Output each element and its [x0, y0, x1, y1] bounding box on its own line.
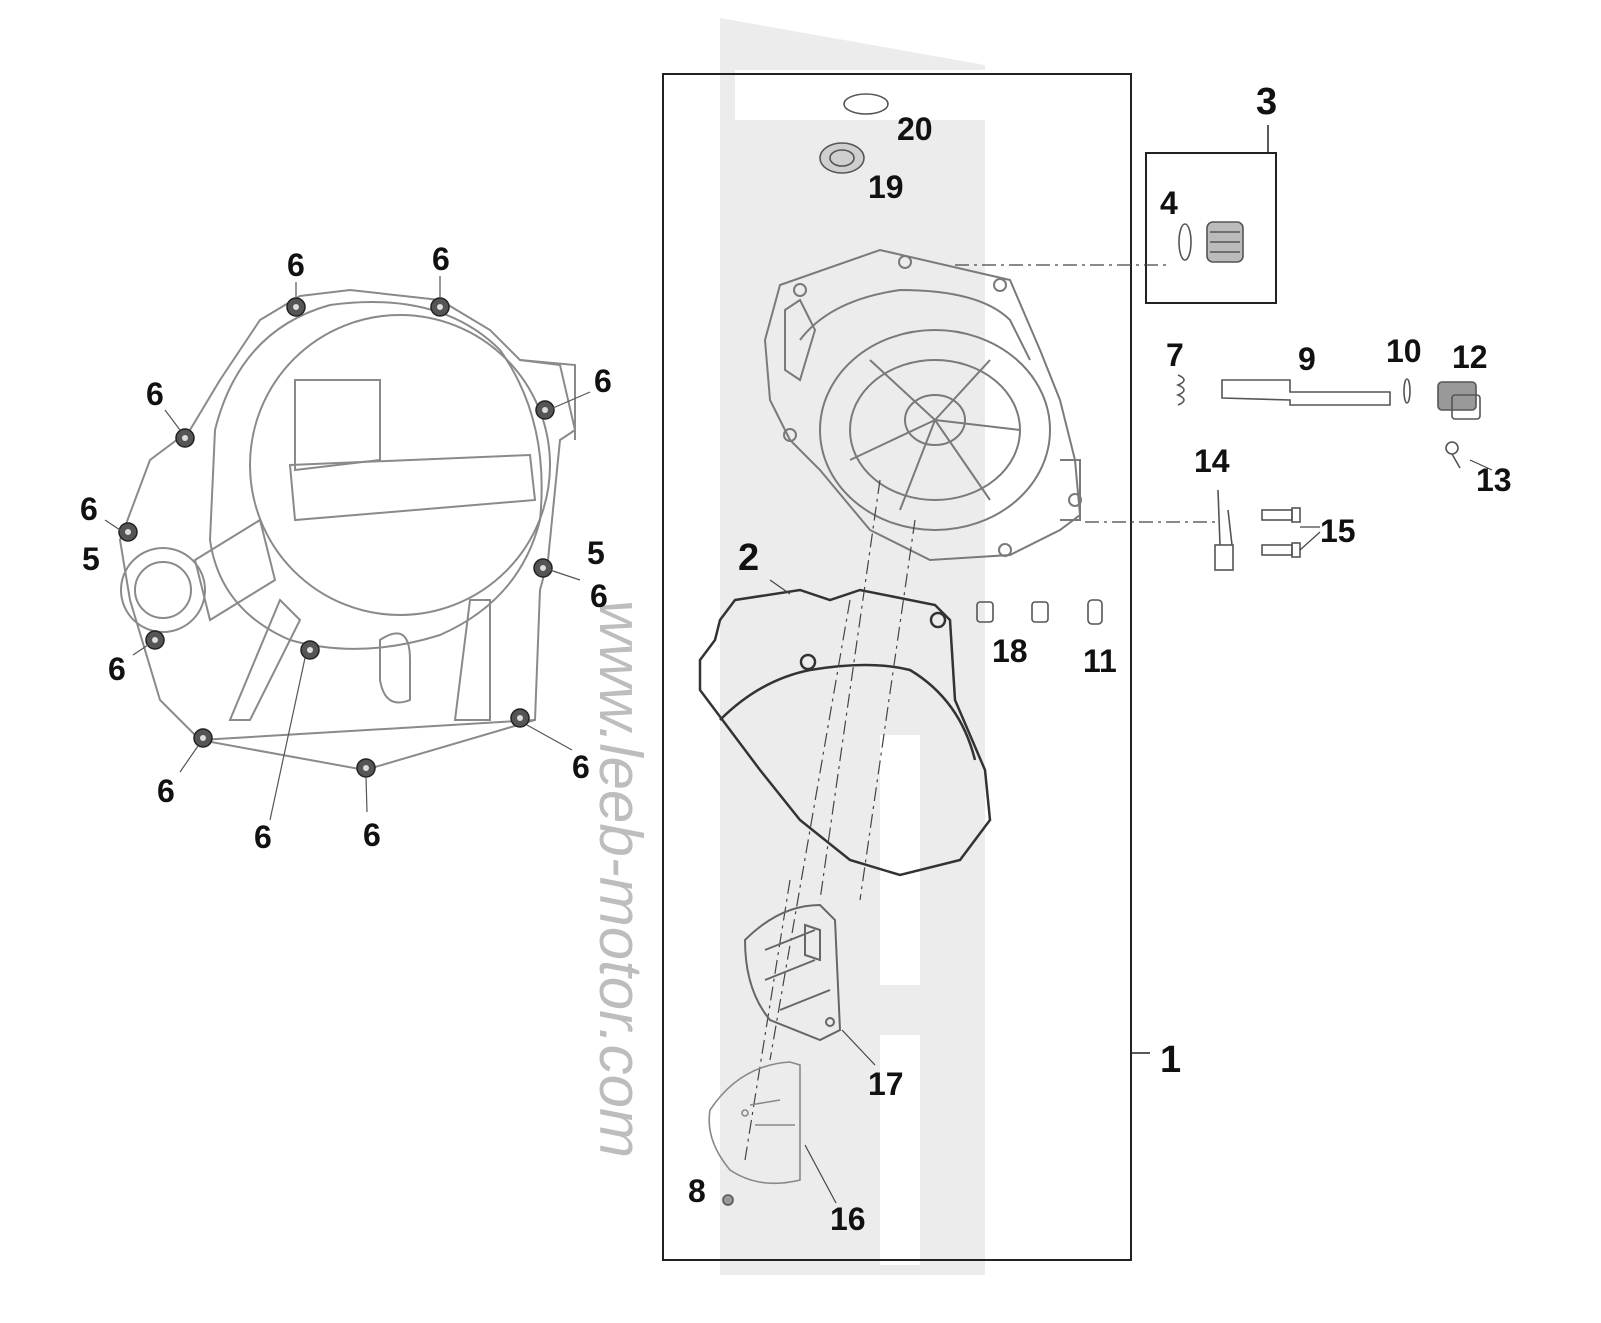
- outer-plate: [708, 1061, 801, 1185]
- callout-label: 12: [1452, 339, 1488, 375]
- callout-label: 2: [738, 537, 759, 579]
- outer-clutch-cover: [118, 288, 577, 772]
- callout-label: 6: [80, 491, 98, 527]
- watermark: www.leeb-motor.com: [587, 18, 985, 1275]
- kit-leader-lines: [769, 459, 1493, 1204]
- sensor: [1437, 381, 1481, 420]
- watermark-text: www.leeb-motor.com: [587, 600, 654, 1158]
- o-ring: [843, 93, 889, 115]
- screw-small: [1445, 441, 1461, 469]
- screw-8: [722, 1194, 734, 1206]
- kit-box: [662, 73, 1150, 1261]
- callout-label: 5: [82, 541, 100, 577]
- callout-label: 7: [1166, 337, 1184, 373]
- bolts-15: [1261, 507, 1301, 558]
- bolt-icon: [533, 558, 553, 578]
- watermark-logo-gap-2: [880, 735, 920, 985]
- callout-label: 13: [1476, 462, 1512, 498]
- watermark-logo-gap-3: [880, 1035, 920, 1265]
- bushing: [1087, 599, 1103, 625]
- bolt-icon: [145, 630, 165, 650]
- callout-label: 19: [868, 169, 904, 205]
- callout-label: 3: [1256, 81, 1277, 123]
- temp-sensor: [1214, 489, 1234, 571]
- small-parts: [722, 93, 1481, 1206]
- callout-label: 14: [1194, 443, 1230, 479]
- callouts: 6 6 6 6 6 5 5 6 6 6 6 6 6 20 19 3 4 7 9 …: [80, 81, 1512, 1237]
- shaft: [1221, 379, 1391, 406]
- callout-label: 6: [432, 241, 450, 277]
- callout-label: 4: [1160, 185, 1178, 221]
- sight-glass: [819, 142, 865, 174]
- callout-label: 20: [897, 111, 933, 147]
- callout-label: 11: [1083, 643, 1117, 679]
- callout-label: 6: [254, 819, 272, 855]
- bolt-icon: [300, 640, 320, 660]
- bolt-icon: [175, 428, 195, 448]
- bolt-icon: [356, 758, 376, 778]
- spring: [1175, 374, 1185, 406]
- sub-kit-box: [1145, 125, 1277, 304]
- bolt-icon: [510, 708, 530, 728]
- callout-label: 6: [157, 773, 175, 809]
- callout-label: 1: [1160, 1039, 1181, 1081]
- callout-label: 9: [1298, 341, 1316, 377]
- callout-label: 8: [688, 1173, 706, 1209]
- callout-label: 10: [1386, 333, 1422, 369]
- callout-label: 6: [590, 578, 608, 614]
- inner-housing: [763, 248, 1082, 562]
- callout-label: 6: [146, 376, 164, 412]
- washer: [1403, 378, 1411, 404]
- plug-with-seal: [1178, 221, 1244, 263]
- callout-label: 6: [108, 651, 126, 687]
- callout-label: 5: [587, 535, 605, 571]
- callout-label: 6: [363, 817, 381, 853]
- callout-label: 6: [287, 247, 305, 283]
- assembly-lines: [744, 264, 1215, 1161]
- cover-leader-lines: [104, 276, 591, 821]
- watermark-logo-bar: [805, 120, 965, 245]
- bolt-icon: [286, 297, 306, 317]
- callout-label: 18: [992, 633, 1028, 669]
- gasket: [698, 588, 992, 877]
- dowels: [976, 601, 1049, 623]
- callout-label: 6: [572, 749, 590, 785]
- inner-plate: [743, 903, 842, 1042]
- bolt-icon: [535, 400, 555, 420]
- cover-bolts: [118, 297, 555, 778]
- callout-label: 17: [868, 1066, 904, 1102]
- bolt-icon: [193, 728, 213, 748]
- callout-label: 16: [830, 1201, 866, 1237]
- bolt-icon: [118, 522, 138, 542]
- bolt-icon: [430, 297, 450, 317]
- callout-label: 15: [1320, 513, 1356, 549]
- callout-label: 6: [594, 363, 612, 399]
